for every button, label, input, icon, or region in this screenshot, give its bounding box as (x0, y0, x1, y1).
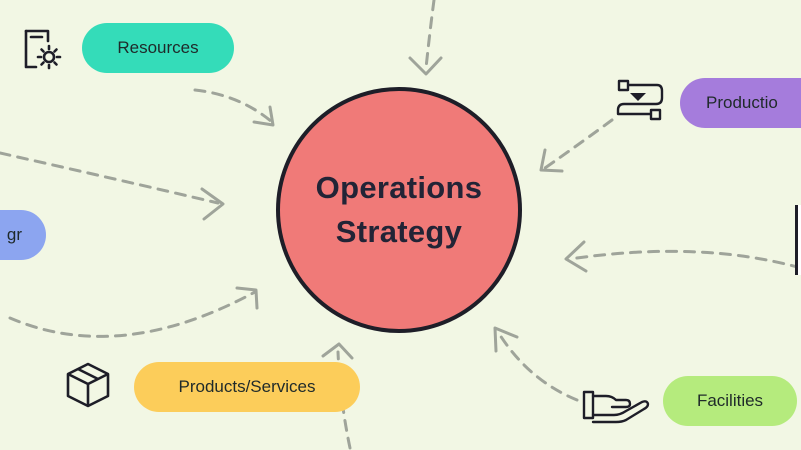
center-title-line1: Operations (315, 170, 483, 205)
connector-right (568, 249, 801, 270)
node-production-label: Productio (706, 93, 778, 112)
arrowhead-left-top (200, 187, 225, 221)
connector-production (543, 118, 614, 170)
node-production: Productio (680, 78, 801, 128)
connector-left-bottom (8, 290, 257, 338)
center-title-line2: Strategy (335, 214, 463, 249)
connector-facilities (496, 330, 579, 402)
arrowhead-resources (252, 105, 275, 127)
node-resources-label: Resources (117, 38, 199, 57)
node-left-partial: gr (0, 210, 46, 260)
node-products-services: Products/Services (134, 362, 360, 412)
connector-top (424, 0, 436, 70)
node-right-partial (795, 205, 801, 275)
node-facilities: Facilities (663, 376, 797, 426)
node-left-label: gr (6, 225, 22, 244)
connector-products (336, 350, 352, 450)
flow-nodes-icon (616, 79, 664, 121)
arrowhead-production (539, 148, 564, 173)
box-icon (66, 362, 110, 408)
center-node-operations-strategy: Operations Strategy (276, 87, 522, 333)
hand-icon (582, 390, 650, 424)
arrowhead-facilities (493, 326, 519, 353)
node-resources: Resources (82, 23, 234, 73)
arrowhead-right (564, 240, 588, 273)
gear-clipboard-icon (24, 29, 62, 70)
node-products-label: Products/Services (178, 377, 316, 396)
connector-resources (193, 88, 274, 124)
connector-left-top (0, 151, 220, 205)
arrowhead-products (321, 342, 354, 360)
node-facilities-label: Facilities (696, 391, 764, 410)
arrowhead-top (408, 56, 443, 76)
arrowhead-left-bottom (235, 286, 259, 310)
